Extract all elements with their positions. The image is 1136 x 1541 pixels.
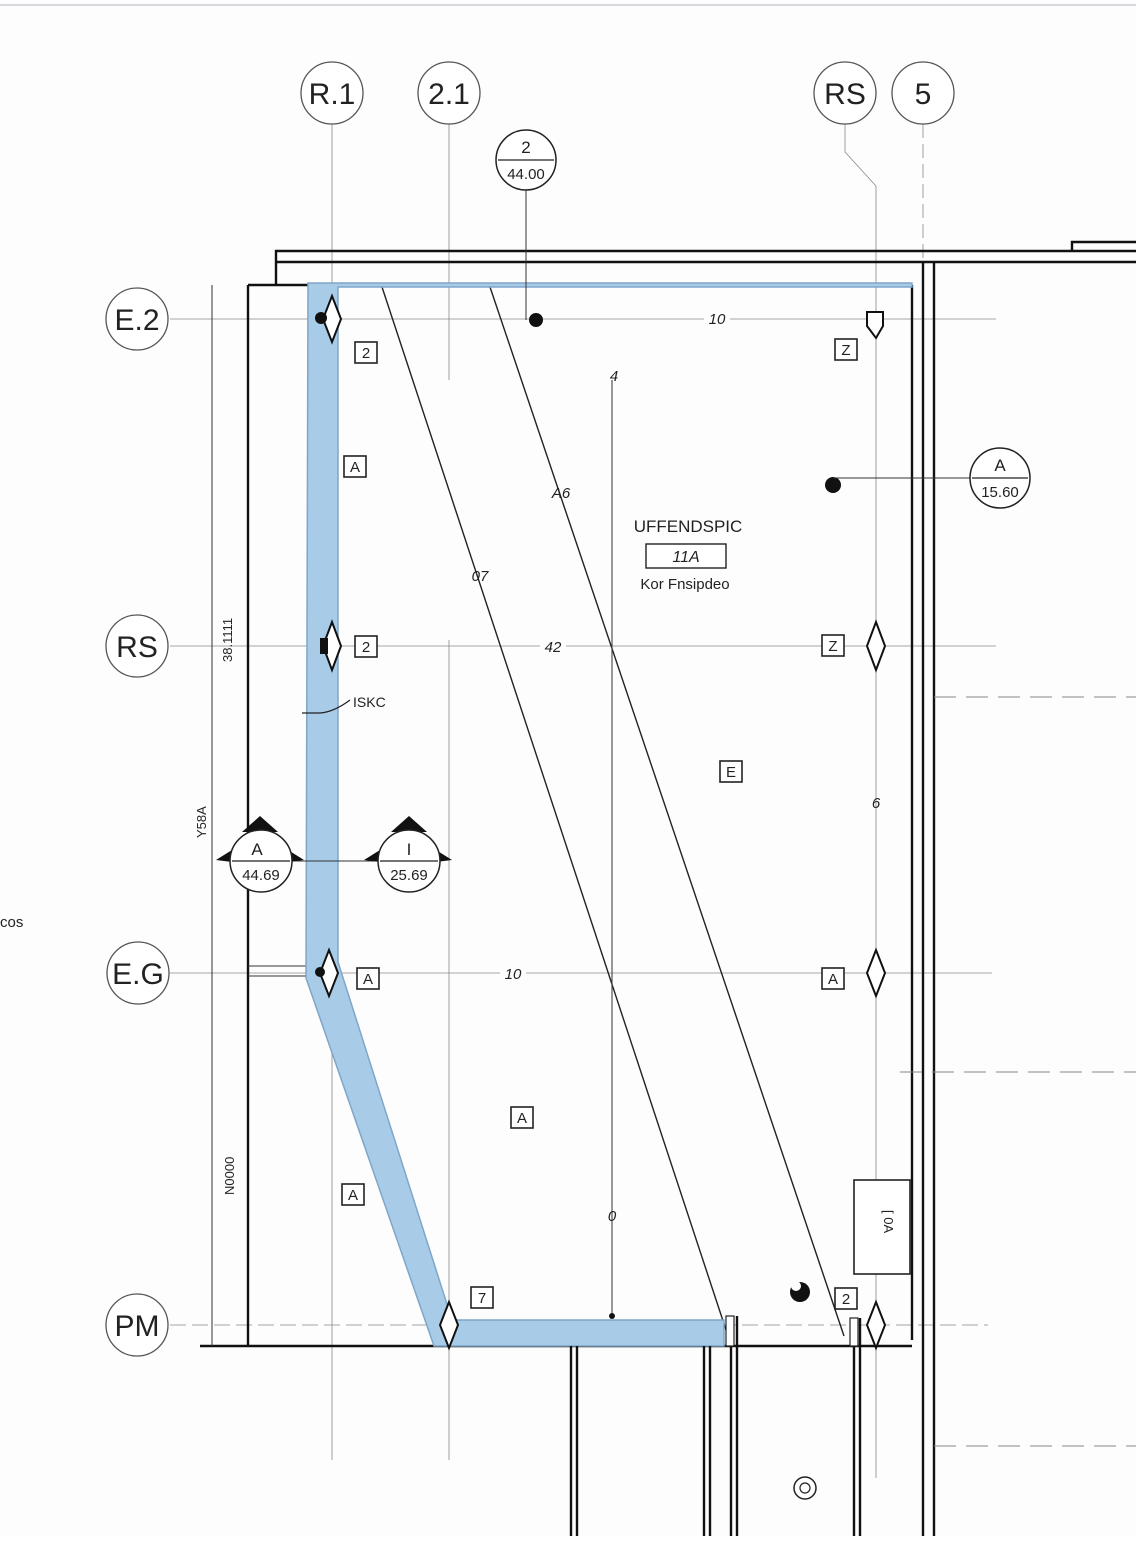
- svg-text:A: A: [517, 1110, 527, 1127]
- vertical-dim-2: Y58A: [194, 806, 209, 838]
- tag-5: Z: [821, 634, 845, 657]
- section-marker-middle: I 25.69: [364, 816, 452, 893]
- svg-text:5: 5: [915, 78, 932, 111]
- right-dashed-lines: [900, 696, 1136, 1447]
- svg-text:2: 2: [842, 1291, 850, 1308]
- svg-text:2.1: 2.1: [428, 78, 470, 111]
- grid-column-bubble-r1: R.1: [300, 61, 364, 125]
- tag-4: 2: [354, 635, 378, 658]
- dim-42: 42: [545, 639, 562, 656]
- stair-treads: [569, 1315, 859, 1536]
- svg-text:I: I: [407, 840, 412, 859]
- svg-text:A: A: [350, 459, 360, 476]
- svg-text:PM: PM: [115, 1310, 160, 1343]
- note-label: ISKC: [353, 694, 386, 710]
- dim-6: 6: [872, 795, 881, 812]
- svg-text:25.69: 25.69: [390, 867, 428, 884]
- tag-12: 2: [834, 1287, 858, 1310]
- vertical-dim-1: 38.1111: [220, 618, 235, 662]
- svg-text:RS: RS: [824, 78, 866, 111]
- tag-11: 7: [470, 1286, 494, 1309]
- highlighted-wall-path: [305, 282, 913, 1347]
- svg-text:7: 7: [478, 1290, 486, 1307]
- svg-text:A: A: [828, 971, 838, 988]
- svg-text:RS: RS: [116, 631, 158, 664]
- svg-text:2: 2: [362, 639, 370, 656]
- svg-text:Z: Z: [828, 638, 837, 655]
- dimension-labels: 10 4 A6 07 42 6 10 0: [472, 309, 881, 1225]
- tag-1: 2: [354, 341, 378, 364]
- svg-text:Z: Z: [841, 342, 850, 359]
- svg-text:A: A: [994, 456, 1006, 475]
- tag-8: A: [821, 967, 845, 990]
- svg-text:44.00: 44.00: [507, 166, 545, 183]
- dim-a6: A6: [551, 485, 571, 502]
- grid-column-bubble-rs: RS: [813, 61, 877, 125]
- cabinet-label: [ 0A: [881, 1210, 896, 1233]
- tag-3: A: [343, 455, 367, 478]
- tag-2: Z: [834, 338, 858, 361]
- grid-column-bubble-21: 2.1: [417, 61, 481, 125]
- svg-text:2: 2: [362, 345, 370, 362]
- dim-07: 07: [472, 568, 489, 585]
- svg-text:E.G: E.G: [112, 958, 164, 991]
- svg-text:A: A: [251, 840, 263, 859]
- svg-text:44.69: 44.69: [242, 867, 280, 884]
- grid-column-bubble-5: 5: [891, 61, 955, 125]
- building-walls: [200, 240, 1136, 1536]
- room-label: UFFENDSPIC 11A Kor Fnsipdeo: [634, 517, 743, 593]
- vertical-dim-3: N0000: [222, 1157, 237, 1195]
- grid-row-bubble-e2: E.2: [105, 287, 169, 351]
- svg-text:Kor Fnsipdeo: Kor Fnsipdeo: [640, 576, 729, 593]
- svg-text:E: E: [726, 764, 736, 781]
- marker-leaders: [246, 190, 970, 862]
- svg-text:R.1: R.1: [309, 78, 356, 111]
- grid-row-bubble-rs: RS: [105, 614, 169, 678]
- tag-10: A: [341, 1183, 365, 1206]
- svg-text:A: A: [348, 1187, 358, 1204]
- section-marker-top: 2 44.00: [495, 129, 557, 191]
- tag-7: A: [356, 967, 380, 990]
- dim-0: 0: [608, 1208, 617, 1225]
- svg-text:E.2: E.2: [114, 304, 159, 337]
- tag-9: A: [510, 1106, 534, 1129]
- node-markers: [315, 293, 887, 1500]
- section-marker-left: A 44.69: [216, 816, 304, 893]
- dim-top: 10: [709, 311, 726, 328]
- grid-row-bubble-eg: E.G: [106, 941, 170, 1005]
- tag-6: E: [719, 760, 743, 783]
- dim-4: 4: [610, 368, 618, 385]
- cabinet-box: [853, 1179, 911, 1275]
- section-marker-right: A 15.60: [969, 447, 1031, 509]
- left-edge-text: cos: [0, 914, 23, 931]
- dim-bottom: 10: [505, 966, 522, 983]
- diagonal-lines: [381, 286, 845, 1337]
- svg-text:11A: 11A: [672, 549, 699, 566]
- svg-text:A: A: [363, 971, 373, 988]
- svg-text:UFFENDSPIC: UFFENDSPIC: [634, 517, 743, 536]
- svg-text:2: 2: [521, 138, 530, 157]
- side-labels: cos 38.1111 Y58A N0000 ISKC [ 0A: [0, 618, 896, 1234]
- svg-text:15.60: 15.60: [981, 484, 1019, 501]
- room-number-box: [645, 543, 727, 569]
- grid-row-bubble-pm: PM: [105, 1293, 169, 1357]
